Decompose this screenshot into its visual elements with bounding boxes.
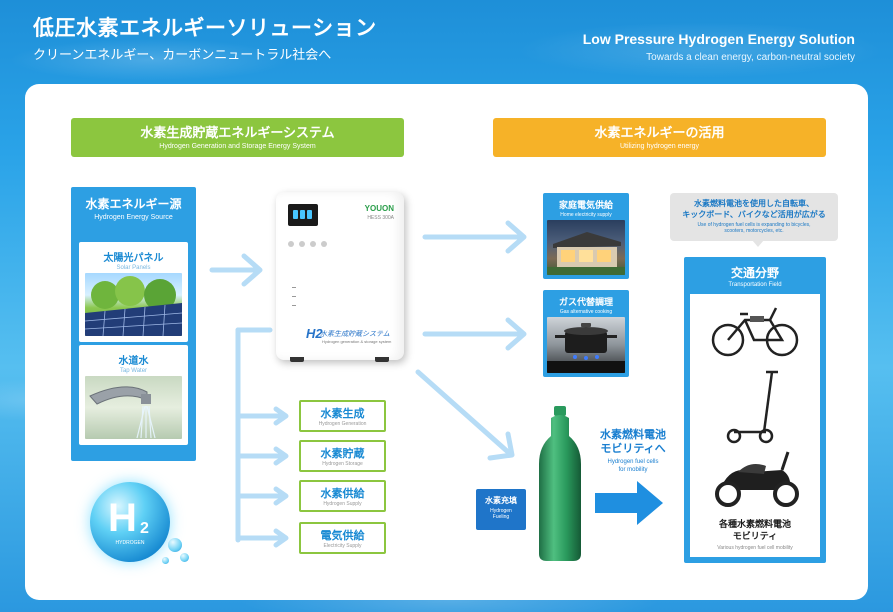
energy-source-box: 水素エネルギー源 Hydrogen Energy Source 太陽光パネル S… <box>71 187 196 461</box>
card-subtitle: Solar Panels <box>116 265 151 271</box>
device-foot <box>375 357 389 362</box>
fueling-title: 水素充填 <box>485 496 517 505</box>
hydrogen-storage-device: YOUON HESS 300A H2 水素生成貯蔵システム Hydrogen g… <box>276 192 404 360</box>
motorcycle-icon <box>715 451 799 507</box>
mobility-title: 水素燃料電池 <box>600 428 666 441</box>
bubble-icon <box>162 557 169 564</box>
section-subtitle: Hydrogen Generation and Storage Energy S… <box>159 143 316 150</box>
device-gauge <box>292 287 296 314</box>
arrow-device-to-home <box>422 220 527 254</box>
function-subtitle: Hydrogen Generation <box>318 421 367 427</box>
page-subtitle-en: Towards a clean energy, carbon-neutral s… <box>646 52 855 63</box>
application-card-cooking: ガス代替調理 Gas alternative cooking <box>543 290 629 377</box>
bubble-icon <box>180 553 189 562</box>
cooking-image <box>547 317 625 373</box>
transport-subtitle: Transportation Field <box>728 282 782 288</box>
card-subtitle: Tap Water <box>119 368 148 374</box>
page-title: 低圧水素エネルギーソリューション <box>33 16 377 40</box>
faucet-icon <box>89 386 156 439</box>
transport-caption: 各種水素燃料電池 <box>718 520 791 530</box>
transport-caption-en: Various hydrogen fuel cell mobility <box>717 545 793 551</box>
mobility-subtitle: for mobility <box>618 467 648 473</box>
transport-vehicles: 各種水素燃料電池 モビリティ Various hydrogen fuel cel… <box>690 294 820 557</box>
fueling-en-line: Hydrogen <box>490 508 512 514</box>
bubble-icon <box>168 538 182 552</box>
section-title: 水素エネルギーの活用 <box>594 126 725 141</box>
function-tree <box>235 327 289 548</box>
house-image <box>547 220 625 275</box>
hydrogen-sphere-icon: H 2 HYDROGEN <box>90 482 170 562</box>
card-subtitle: Gas alternative cooking <box>559 309 613 315</box>
application-card-home: 家庭電気供給 Home electricity supply <box>543 193 629 279</box>
transportation-box: 交通分野 Transportation Field <box>684 257 826 563</box>
kick-scooter-icon <box>726 370 778 444</box>
hydrogen-fueling-label: 水素充填 Hydrogen Fueling <box>476 489 526 530</box>
device-label-en: Hydrogen generation & storage system <box>322 339 392 344</box>
h2-label: HYDROGEN <box>115 540 145 546</box>
solar-panel-icon <box>85 276 182 336</box>
device-buttons <box>288 232 332 251</box>
arrow-head-icon <box>637 481 663 525</box>
arrow-device-to-gas <box>422 317 527 351</box>
device-label: 水素生成貯蔵システム <box>320 330 390 338</box>
function-box-storage: 水素貯蔵 Hydrogen Storage <box>299 440 386 472</box>
callout-tail <box>752 240 764 247</box>
source-card-water: 水道水 Tap Water <box>79 345 188 445</box>
function-box-supply: 水素供給 Hydrogen Supply <box>299 480 386 512</box>
function-box-electricity: 電気供給 Electricity Supply <box>299 522 386 554</box>
card-title: ガス代替調理 <box>558 298 613 308</box>
card-title: 家庭電気供給 <box>558 201 613 211</box>
callout-line: 水素燃料電池を使用した自転車、 <box>694 199 814 208</box>
callout-en-line: Use of hydrogen fuel cells is expanding … <box>697 222 811 228</box>
mobility-label: 水素燃料電池 モビリティへ Hydrogen fuel cells for mo… <box>583 428 683 474</box>
arrow-source-to-device <box>209 253 263 287</box>
h2-subscript: 2 <box>140 520 149 537</box>
mobility-callout: 水素燃料電池を使用した自転車、 キックボード、バイクなど活用が広がる Use o… <box>670 193 838 241</box>
bicycle-battery-icon <box>750 316 764 322</box>
section-banner-utilization: 水素エネルギーの活用 Utilizing hydrogen energy <box>493 118 826 157</box>
transport-title: 交通分野 <box>730 266 779 280</box>
section-banner-generation: 水素生成貯蔵エネルギーシステム Hydrogen Generation and … <box>71 118 404 157</box>
section-subtitle: Utilizing hydrogen energy <box>620 143 699 150</box>
function-title: 水素供給 <box>320 487 365 500</box>
arrow-device-to-fuel <box>415 369 515 461</box>
callout-en-line: scooters, motorcycles, etc. <box>724 228 784 234</box>
cooking-pot-icon <box>547 323 625 373</box>
vehicles-illustration <box>711 307 799 507</box>
h2-symbol: H <box>108 496 137 540</box>
card-title: 太陽光パネル <box>103 253 164 264</box>
mobility-title: モビリティへ <box>600 442 666 455</box>
fueling-en-line: Fueling <box>492 514 510 520</box>
device-h2-mark: H2 <box>306 326 323 341</box>
function-title: 水素貯蔵 <box>320 447 365 460</box>
device-screen <box>288 204 318 226</box>
transport-caption: モビリティ <box>732 532 778 542</box>
page-subtitle: クリーンエネルギー、カーボンニュートラル社会へ <box>33 48 332 63</box>
card-subtitle: Home electricity supply <box>560 212 612 218</box>
device-brand: YOUON <box>364 204 394 213</box>
mobility-subtitle: Hydrogen fuel cells <box>607 459 659 465</box>
section-title: 水素生成貯蔵エネルギーシステム <box>140 126 335 141</box>
hydrogen-cylinder-icon <box>539 406 581 561</box>
house-icon <box>547 232 625 275</box>
source-subtitle: Hydrogen Energy Source <box>94 214 173 221</box>
solar-panel-image <box>85 273 182 336</box>
source-card-solar: 太陽光パネル Solar Panels <box>79 242 188 342</box>
function-box-generation: 水素生成 Hydrogen Generation <box>299 400 386 432</box>
device-foot <box>290 357 304 362</box>
device-model: HESS 300A <box>367 215 394 221</box>
source-title: 水素エネルギー源 <box>85 197 182 211</box>
function-title: 電気供給 <box>320 529 365 542</box>
callout-line: キックボード、バイクなど活用が広がる <box>682 210 826 219</box>
page-title-en: Low Pressure Hydrogen Energy Solution <box>582 31 855 47</box>
function-subtitle: Hydrogen Storage <box>322 461 363 467</box>
function-subtitle: Electricity Supply <box>323 543 362 549</box>
arrow-to-mobility <box>595 493 637 513</box>
bicycle-icon <box>711 307 799 357</box>
card-title: 水道水 <box>118 356 149 367</box>
tap-water-image <box>85 376 182 439</box>
function-title: 水素生成 <box>320 407 365 420</box>
function-subtitle: Hydrogen Supply <box>323 501 362 507</box>
